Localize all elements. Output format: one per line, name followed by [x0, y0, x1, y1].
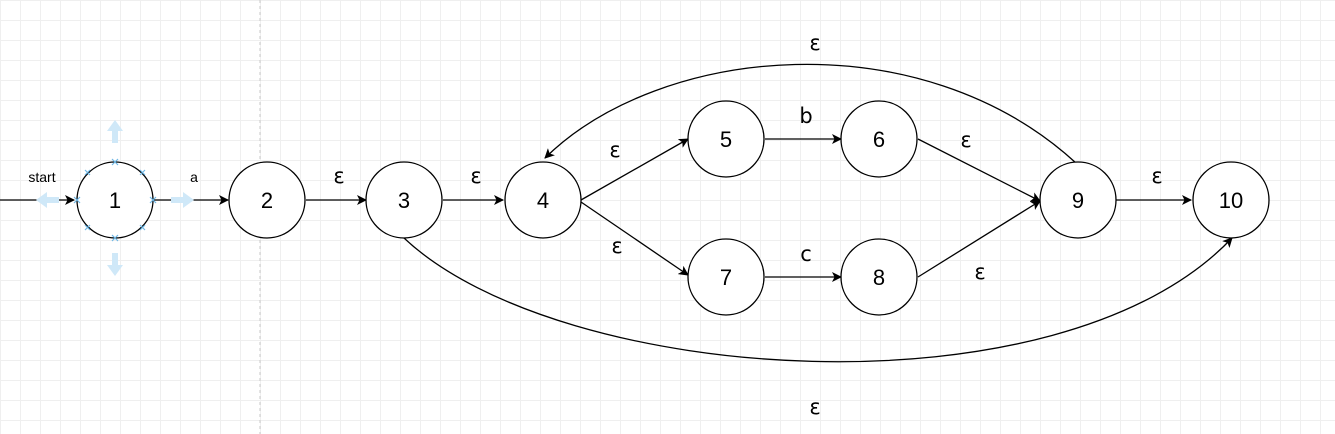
- state-5-label: 5: [720, 127, 732, 152]
- edge-6-9[interactable]: [917, 138, 1041, 202]
- state-9[interactable]: 9: [1039, 161, 1117, 239]
- state-1-label: 1: [109, 188, 121, 213]
- connection-point-icon[interactable]: [139, 224, 146, 231]
- state-3-label: 3: [398, 188, 410, 213]
- state-4-label: 4: [537, 188, 549, 213]
- connection-points[interactable]: [73, 158, 157, 242]
- connection-point-icon[interactable]: [84, 224, 91, 231]
- edge-4-7[interactable]: [580, 201, 689, 276]
- edges-layer: [0, 63, 1233, 363]
- label-9-10: ε: [1151, 164, 1162, 188]
- label-9-4: ε: [809, 31, 820, 55]
- edge-9-4-curve[interactable]: [544, 63, 1077, 164]
- edge-8-9[interactable]: [917, 200, 1041, 278]
- state-3[interactable]: 3: [365, 161, 443, 239]
- state-8-label: 8: [873, 265, 885, 290]
- connection-point-icon[interactable]: [111, 234, 119, 242]
- edge-4-5[interactable]: [580, 138, 689, 201]
- state-2-label: 2: [261, 188, 273, 213]
- arrow-down-handle-icon[interactable]: [107, 253, 123, 276]
- arrow-up-handle-icon[interactable]: [107, 120, 123, 143]
- label-2-3: ε: [333, 164, 344, 188]
- state-7[interactable]: 7: [687, 238, 765, 316]
- state-7-label: 7: [720, 265, 732, 290]
- edge-labels-layer: start a ε ε ε ε b c ε ε ε ε ε: [28, 31, 1162, 419]
- state-2[interactable]: 2: [228, 161, 306, 239]
- label-6-9: ε: [960, 128, 971, 152]
- label-4-7: ε: [611, 234, 622, 258]
- state-8[interactable]: 8: [840, 238, 918, 316]
- connection-point-icon[interactable]: [73, 196, 81, 204]
- edge-3-10-curve[interactable]: [403, 237, 1233, 363]
- state-9-label: 9: [1072, 188, 1084, 213]
- connection-point-icon[interactable]: [111, 158, 119, 166]
- connection-point-icon[interactable]: [84, 169, 91, 176]
- label-7-8: c: [800, 242, 812, 266]
- state-6-label: 6: [873, 127, 885, 152]
- label-3-10: ε: [809, 395, 820, 419]
- selection-handles[interactable]: [36, 120, 194, 276]
- label-1-2: a: [190, 169, 198, 185]
- connection-point-icon[interactable]: [139, 169, 146, 176]
- state-6[interactable]: 6: [840, 100, 918, 178]
- connection-point-icon[interactable]: [149, 196, 157, 204]
- state-5[interactable]: 5: [687, 100, 765, 178]
- label-3-4: ε: [470, 164, 481, 188]
- start-label: start: [28, 169, 55, 185]
- state-4[interactable]: 4: [504, 161, 582, 239]
- arrow-right-handle-icon[interactable]: [171, 192, 194, 208]
- states-layer: 1 2 3 4 5 6 7 8: [76, 100, 1270, 316]
- label-8-9: ε: [974, 260, 985, 284]
- label-5-6: b: [799, 104, 812, 128]
- state-10-label: 10: [1219, 188, 1243, 213]
- label-4-5: ε: [609, 138, 620, 162]
- state-10[interactable]: 10: [1192, 161, 1270, 239]
- arrow-left-handle-icon[interactable]: [36, 192, 59, 208]
